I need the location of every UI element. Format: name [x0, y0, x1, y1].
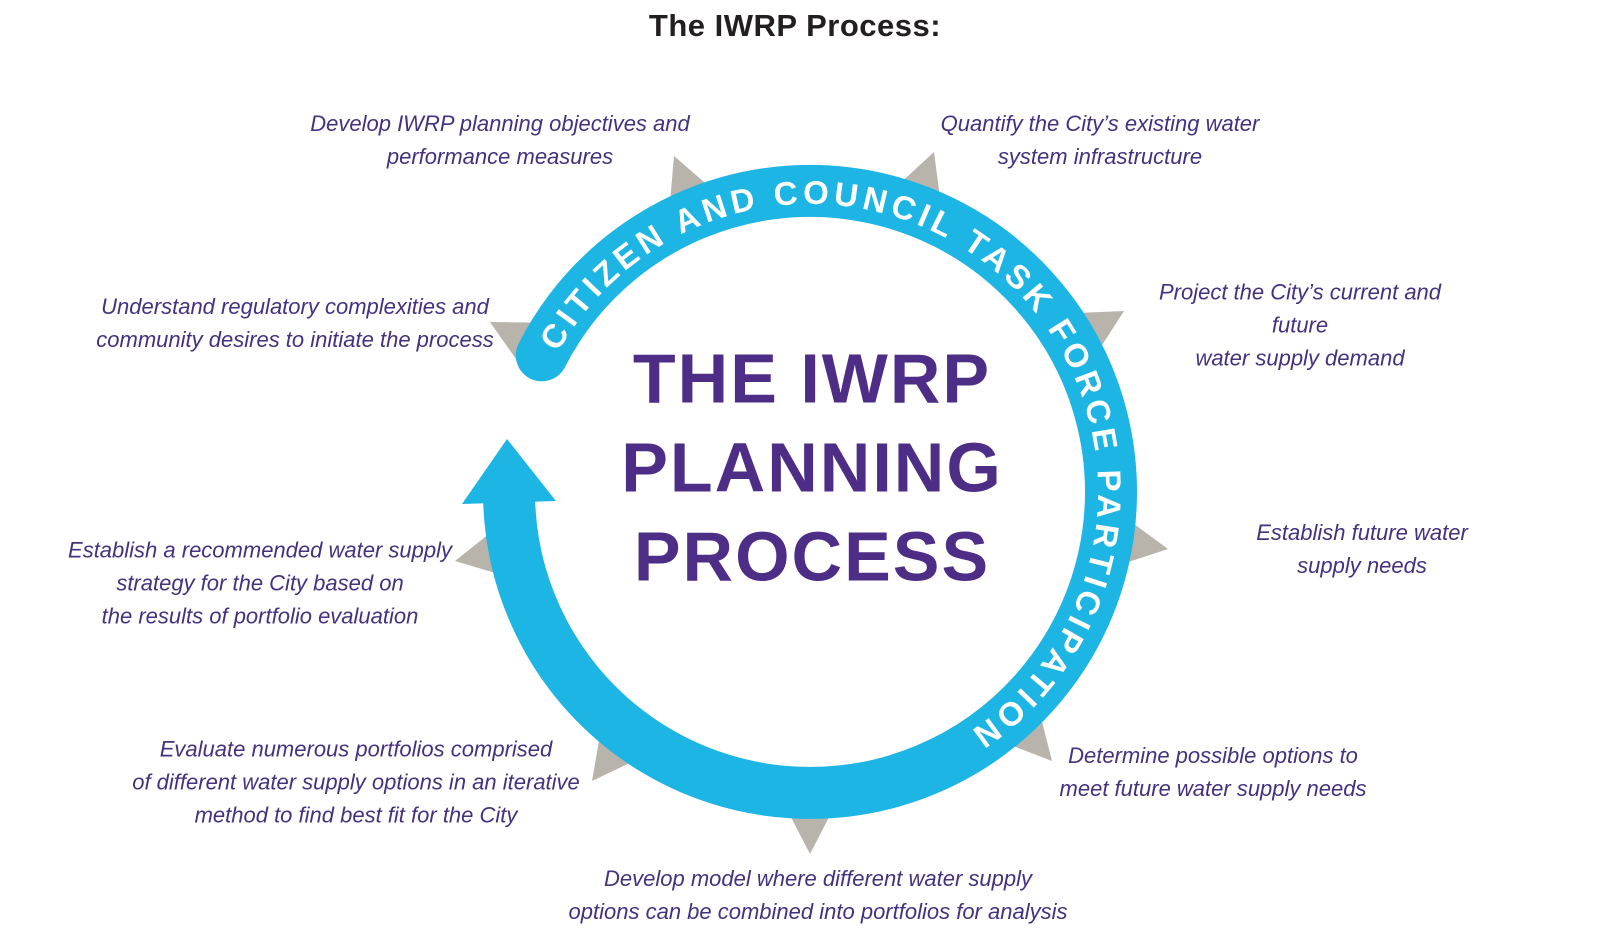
step-label-determine-options: Determine possible options to meet futur…	[1059, 743, 1367, 801]
step-label-evaluate-portfolios: Evaluate numerous portfolios comprised o…	[132, 736, 580, 828]
step-label-project-demand: Project the City’s current and future wa…	[1158, 279, 1442, 371]
page-title: The IWRP Process:	[648, 8, 942, 43]
step-label-develop-model: Develop model where different water supp…	[568, 866, 1068, 924]
cycle-arrowhead-icon	[462, 439, 556, 504]
cycle-ring	[483, 164, 1138, 819]
center-title-line-3: PROCESS	[633, 517, 991, 596]
center-title-line-1: THE IWRP	[632, 339, 992, 418]
center-title-line-2: PLANNING	[621, 428, 1003, 507]
step-label-quantify-system: Quantify the City’s existing water syste…	[940, 111, 1260, 169]
step-label-establish-strategy: Establish a recommended water supply str…	[68, 537, 452, 629]
step-label-establish-needs: Establish future water supply needs	[1256, 520, 1468, 578]
step-label-understand-regulatory: Understand regulatory complexities and c…	[96, 294, 494, 352]
diagram-center-title: THE IWRP PLANNING PROCESS	[621, 335, 1003, 602]
step-label-develop-objectives: Develop IWRP planning objectives and per…	[310, 111, 690, 169]
